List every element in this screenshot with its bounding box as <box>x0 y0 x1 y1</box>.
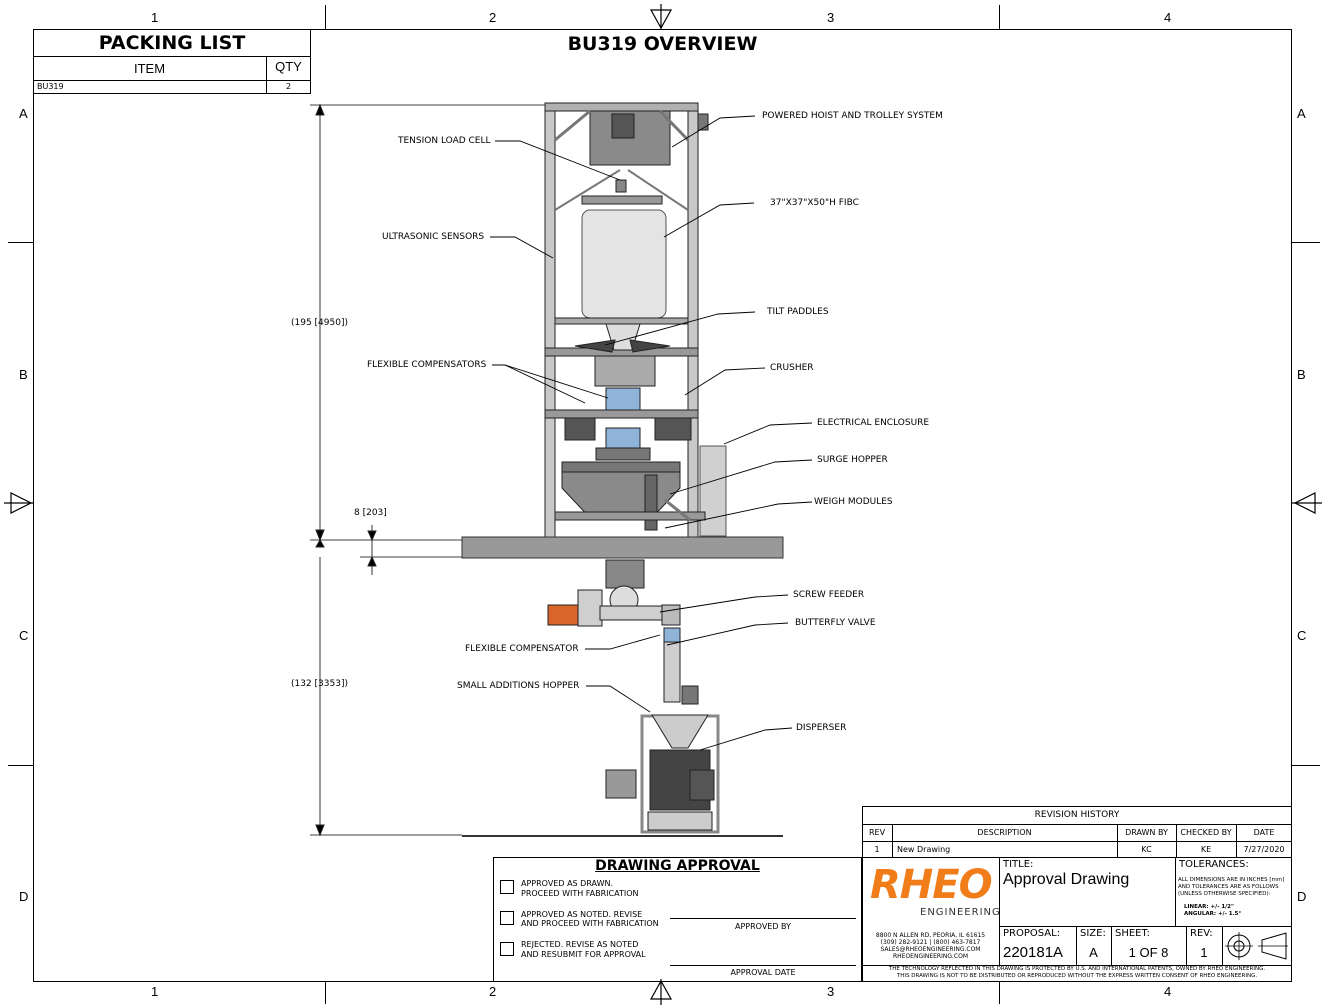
zone-right-d: D <box>1297 889 1307 904</box>
revision-row-description: New Drawing <box>897 845 951 854</box>
callout-disperser: DISPERSER <box>796 723 847 733</box>
revision-header-checked-by: CHECKED BY <box>1180 828 1232 837</box>
callout-fibc: 37"X37"X50"H FIBC <box>770 198 859 208</box>
rev-value: 1 <box>1200 945 1208 960</box>
size-label: SIZE: <box>1080 928 1106 939</box>
address-line-2: (309) 282-9121 | (800) 463-7817 <box>880 939 981 946</box>
center-mark-top <box>649 4 673 30</box>
revision-title: REVISION HISTORY <box>1034 810 1120 820</box>
approval-title: DRAWING APPROVAL <box>595 858 760 874</box>
packing-list-item-header: ITEM <box>133 61 166 76</box>
drawing-title: BU319 OVERVIEW <box>567 33 758 55</box>
zone-left-d: D <box>19 889 29 904</box>
sheet-label: SHEET: <box>1115 928 1150 939</box>
dimension-lower-height: (132 [3353]) <box>291 679 348 689</box>
revision-header-date: DATE <box>1253 828 1275 837</box>
revision-header-description: DESCRIPTION <box>977 828 1032 837</box>
approval-option-3-line-2: AND RESUBMIT FOR APPROVAL <box>521 950 646 959</box>
zone-top-4: 4 <box>1164 10 1172 25</box>
approved-by-line[interactable] <box>670 918 856 919</box>
equipment-drawing <box>310 102 813 837</box>
callout-surge-hopper: SURGE HOPPER <box>817 455 888 465</box>
zone-right-b: B <box>1297 367 1306 382</box>
revision-row-checked-by: KE <box>1200 845 1212 854</box>
packing-list-row-qty: 2 <box>285 82 292 91</box>
dimension-platform: 8 [203] <box>354 508 387 518</box>
center-mark-right <box>1292 492 1322 514</box>
callout-tilt-paddles: TILT PADDLES <box>767 307 829 317</box>
tolerances-line-2: AND TOLERANCES ARE AS FOLLOWS <box>1178 884 1279 890</box>
callout-weigh-modules: WEIGH MODULES <box>814 497 893 507</box>
title-value: Approval Drawing <box>1003 871 1130 888</box>
legal-line-1: THE TECHNOLOGY REFLECTED IN THIS DRAWING… <box>888 966 1266 972</box>
approval-checkbox-approved-as-noted[interactable] <box>500 911 514 925</box>
address-line-4: RHEOENGINEERING.COM <box>892 953 969 960</box>
approval-option-1-line-2: PROCEED WITH FABRICATION <box>521 889 639 898</box>
approval-date-label: APPROVAL DATE <box>730 968 796 977</box>
callout-small-additions-hopper: SMALL ADDITIONS HOPPER <box>457 681 580 691</box>
rheo-logo-text: RHEO <box>870 862 993 908</box>
callout-electrical-enclosure: ELECTRICAL ENCLOSURE <box>817 418 930 428</box>
revision-row-drawn-by: KC <box>1141 845 1152 854</box>
tolerances-line-5: ANGULAR: +/- 1.5° <box>1184 911 1242 917</box>
zone-bottom-1: 1 <box>151 984 159 999</box>
revision-header-rev: REV <box>868 828 886 837</box>
zone-bottom-3: 3 <box>827 984 835 999</box>
packing-list-qty-header: QTY <box>275 59 302 74</box>
callout-hoist: POWERED HOIST AND TROLLEY SYSTEM <box>762 111 943 121</box>
revision-row-rev: 1 <box>874 845 880 854</box>
zone-top-2: 2 <box>489 10 497 25</box>
address-line-3: SALES@RHEOENGINEERING.COM <box>880 946 981 953</box>
size-value: A <box>1089 945 1098 960</box>
zone-left-a: A <box>19 106 28 121</box>
legal-line-2: THIS DRAWING IS NOT TO BE DISTRIBUTED OR… <box>896 973 1258 979</box>
proposal-label: PROPOSAL: <box>1003 928 1061 939</box>
callout-screw-feeder: SCREW FEEDER <box>793 590 865 600</box>
proposal-value: 220181A <box>1003 944 1064 961</box>
approval-option-1-line-1: APPROVED AS DRAWN. <box>521 879 614 888</box>
zone-right-c: C <box>1297 628 1307 643</box>
callout-flexible-compensators: FLEXIBLE COMPENSATORS <box>367 360 487 370</box>
tolerances-label: TOLERANCES: <box>1179 859 1249 870</box>
center-mark-left <box>4 492 34 514</box>
approved-by-label: APPROVED BY <box>734 922 791 931</box>
zone-bottom-4: 4 <box>1164 984 1172 999</box>
zone-top-3: 3 <box>827 10 835 25</box>
approval-checkbox-approved[interactable] <box>500 880 514 894</box>
rheo-logo: RHEO ENGINEERING <box>866 862 1000 922</box>
revision-header-drawn-by: DRAWN BY <box>1125 828 1168 837</box>
zone-left-c: C <box>19 628 29 643</box>
rheo-logo-subtext: ENGINEERING <box>920 907 1001 918</box>
tolerances-line-1: ALL DIMENSIONS ARE IN INCHES [mm] <box>1178 877 1285 883</box>
zone-left-b: B <box>19 367 28 382</box>
sheet-value: 1 OF 8 <box>1128 945 1169 960</box>
approval-option-2-line-2: AND PROCEED WITH FABRICATION <box>521 919 659 928</box>
packing-list-title: PACKING LIST <box>98 32 246 54</box>
revision-row-date: 7/27/2020 <box>1243 845 1285 854</box>
center-mark-bottom <box>649 979 673 1005</box>
approval-option-3-line-1: REJECTED. REVISE AS NOTED <box>521 940 639 949</box>
tolerances-line-4: LINEAR: +/- 1/2" <box>1184 904 1234 910</box>
approval-date-line[interactable] <box>670 965 856 966</box>
callout-tension-load-cell: TENSION LOAD CELL <box>398 136 491 146</box>
packing-list-row-item: BU319 <box>37 82 64 91</box>
zone-right-a: A <box>1297 106 1306 121</box>
dimension-upper-height: (195 [4950]) <box>291 318 348 328</box>
zone-top-1: 1 <box>151 10 159 25</box>
tolerances-line-3: (UNLESS OTHERWISE SPECIFIED): <box>1178 891 1271 897</box>
callout-flexible-compensator: FLEXIBLE COMPENSATOR <box>465 644 579 654</box>
third-angle-projection-icon <box>1225 932 1288 960</box>
callout-crusher: CRUSHER <box>770 363 814 373</box>
approval-option-2-line-1: APPROVED AS NOTED. REVISE <box>521 910 643 919</box>
approval-checkbox-rejected[interactable] <box>500 942 514 956</box>
rev-label: REV: <box>1190 928 1213 939</box>
zone-bottom-2: 2 <box>489 984 497 999</box>
address-line-1: 8800 N ALLEN RD, PEORIA, IL 61615 <box>875 932 986 939</box>
callout-butterfly-valve: BUTTERFLY VALVE <box>795 618 876 628</box>
title-label: TITLE: <box>1003 859 1034 870</box>
callout-ultrasonic-sensors: ULTRASONIC SENSORS <box>382 232 485 242</box>
